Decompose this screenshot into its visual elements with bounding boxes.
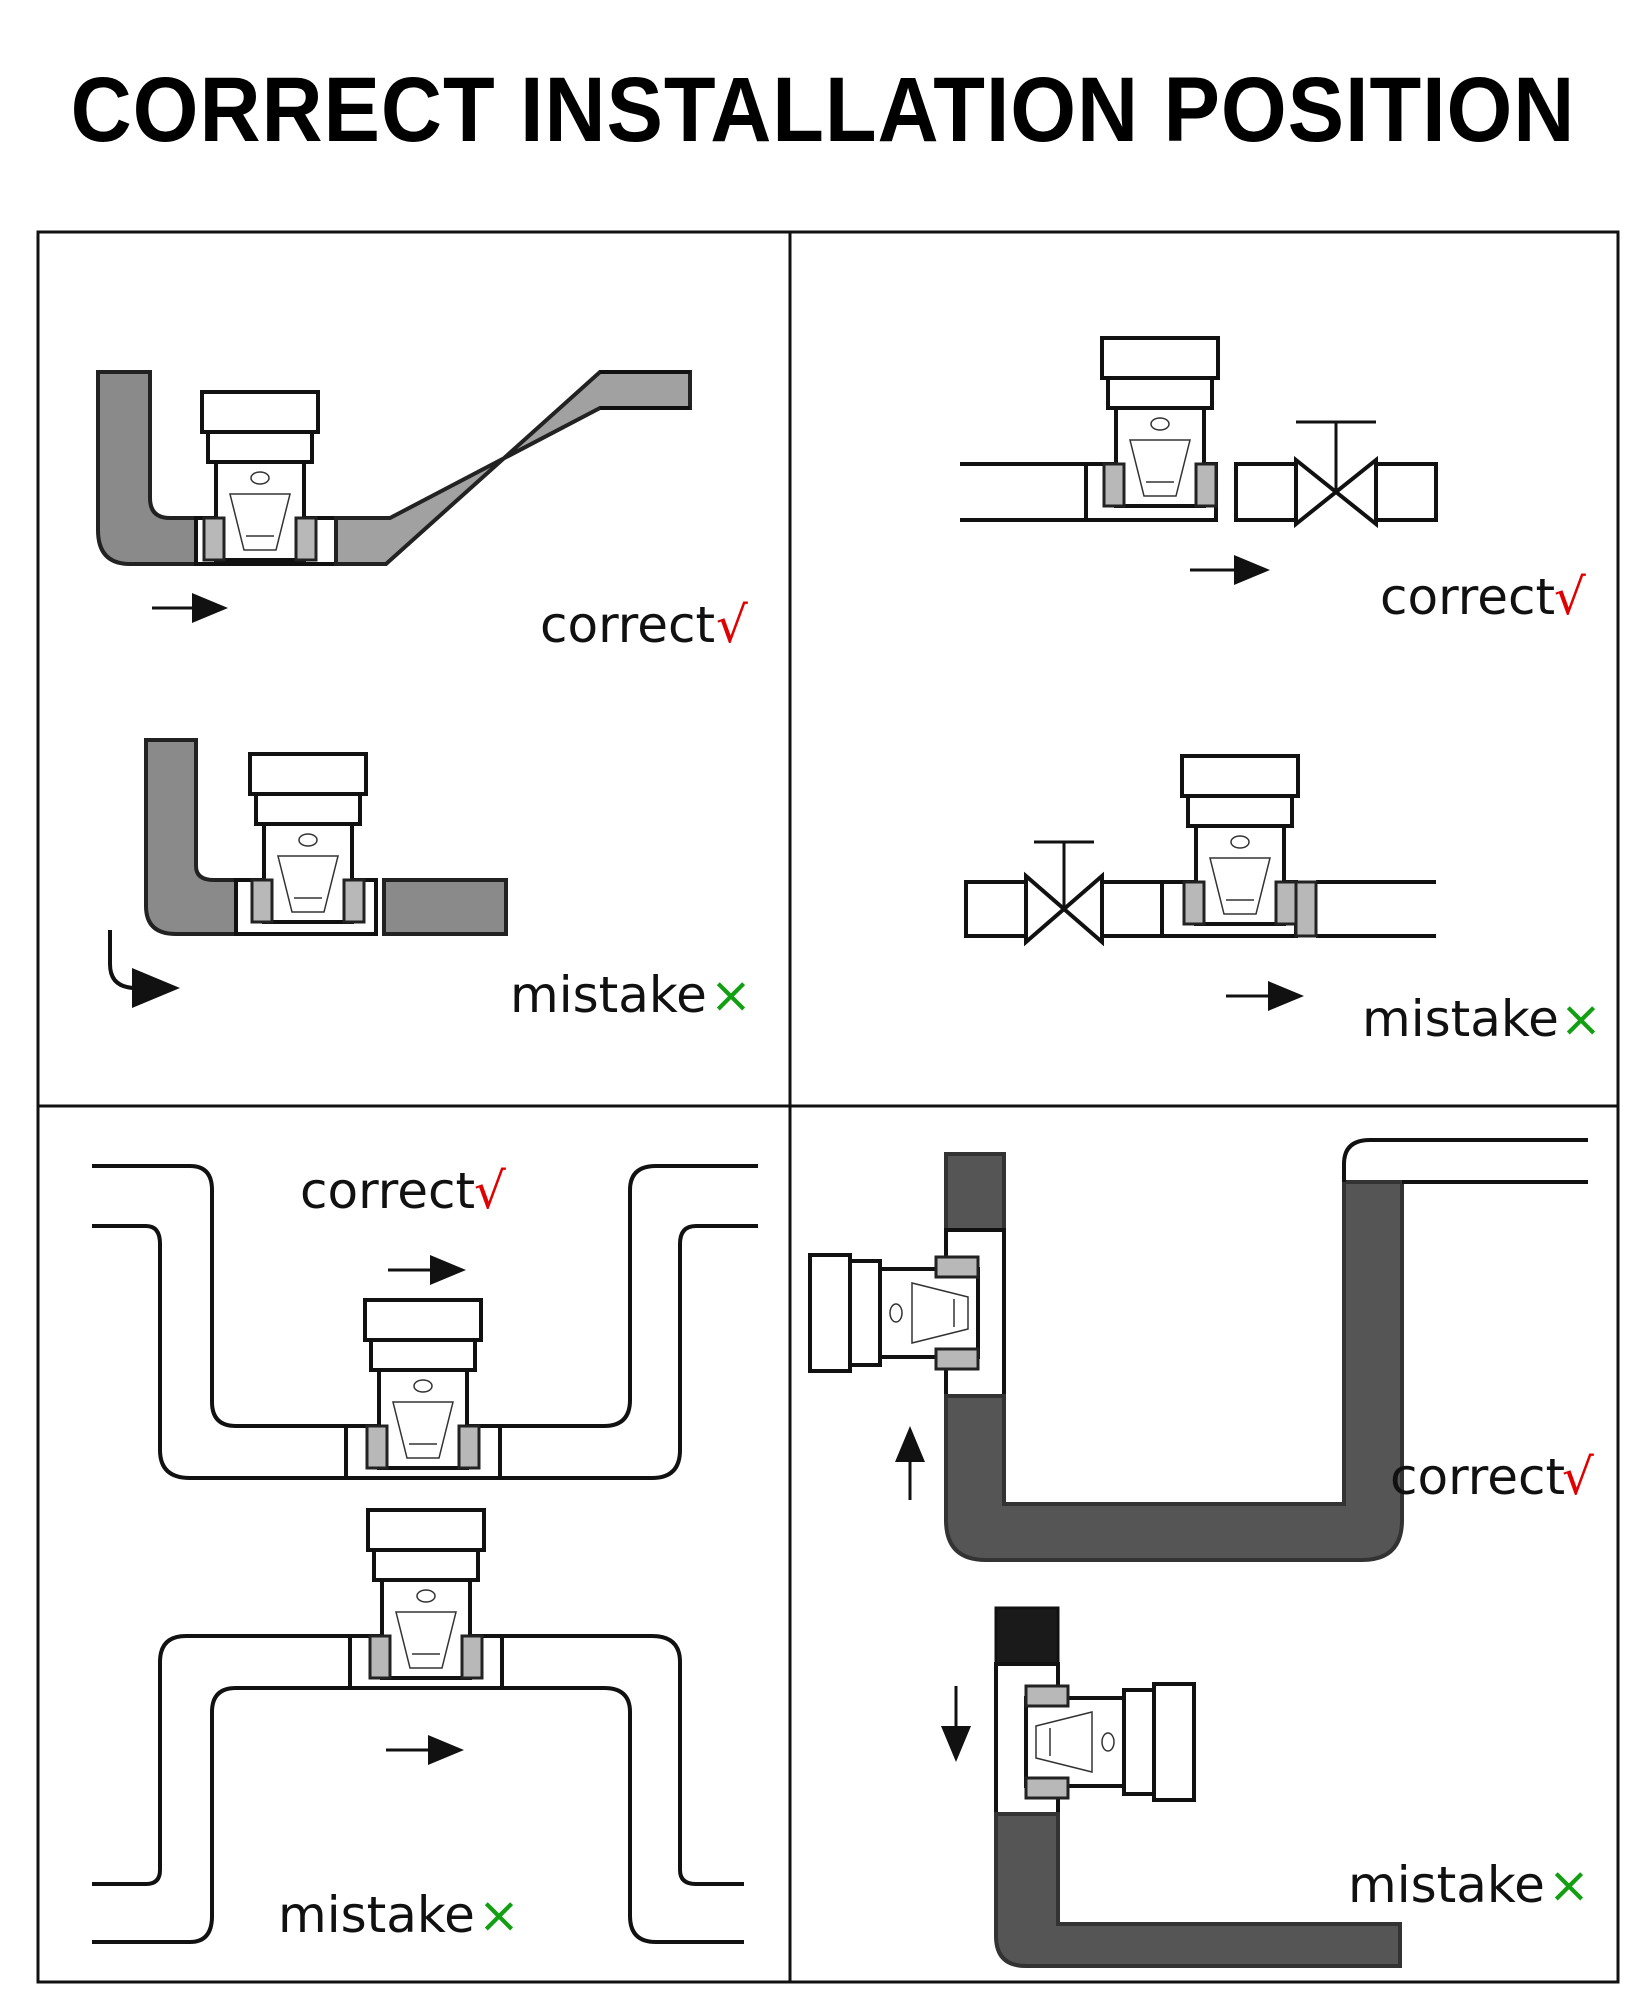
water-meter-icon xyxy=(363,1298,483,1470)
water-meter-icon xyxy=(808,1253,980,1373)
panel-4: correct √ mistake × xyxy=(808,1138,1594,1968)
water-meter-icon xyxy=(1024,1682,1196,1802)
mistake-label: mistake xyxy=(278,1886,475,1944)
check-mark-icon: √ xyxy=(716,596,748,654)
mistake-label: mistake xyxy=(510,966,707,1024)
panel-3: correct √ mistake × xyxy=(92,1162,758,1944)
correct-label: correct xyxy=(540,596,715,654)
cross-mark-icon: × xyxy=(710,966,752,1024)
mistake-label: mistake xyxy=(1348,1856,1545,1914)
page-title: CORRECT INSTALLATION POSITION xyxy=(70,59,1576,161)
water-meter-icon xyxy=(1180,754,1300,926)
correct-label: correct xyxy=(300,1162,475,1220)
cross-mark-icon: × xyxy=(478,1886,520,1944)
water-meter-icon xyxy=(200,390,320,562)
correct-label: correct xyxy=(1390,1448,1565,1506)
water-meter-icon xyxy=(366,1508,486,1680)
cross-mark-icon: × xyxy=(1548,1856,1590,1914)
correct-label: correct xyxy=(1380,568,1555,626)
check-mark-icon: √ xyxy=(1554,568,1586,626)
flow-arrow-icon xyxy=(108,930,180,1008)
mistake-label: mistake xyxy=(1362,990,1559,1048)
water-meter-icon xyxy=(1100,336,1220,508)
panel-2: correct √ mistake × xyxy=(960,336,1602,1048)
panel-1: correct √ mistake × xyxy=(96,370,752,1024)
cross-mark-icon: × xyxy=(1560,990,1602,1048)
water-meter-icon xyxy=(248,752,368,924)
check-mark-icon: √ xyxy=(474,1162,506,1220)
check-mark-icon: √ xyxy=(1562,1448,1594,1506)
